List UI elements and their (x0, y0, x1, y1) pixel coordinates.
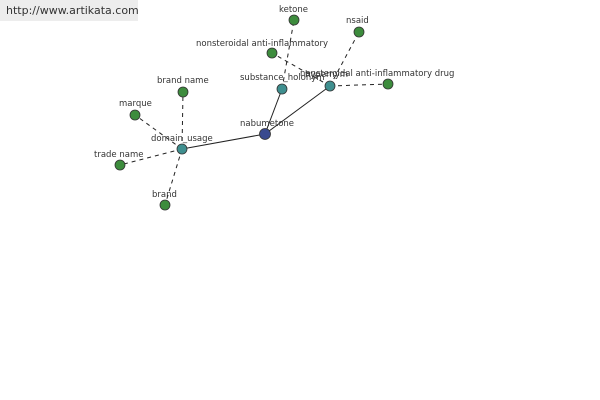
node-label-nonsteroidal-anti-inflammatory-drug[interactable]: nonsteroidal anti-inflammatory drug (300, 69, 454, 79)
node-nsaid[interactable] (353, 26, 365, 38)
node-domain-usage[interactable] (176, 143, 188, 155)
node-label-trade-name[interactable]: trade name (94, 150, 143, 160)
node-ketone[interactable] (288, 14, 300, 26)
node-marque[interactable] (129, 109, 141, 121)
label-layer: nabumetone domain_usage substance_holonymh… (94, 5, 454, 200)
edge-hypernym-to-nonsteroidal-anti-inflammatory (271, 52, 331, 87)
node-label-domain-usage[interactable]: domain_usage (151, 134, 213, 144)
node-hypernym[interactable] (324, 80, 336, 92)
edge-nabumetone-to-domain-usage (181, 133, 266, 150)
node-nabumetone[interactable] (259, 128, 271, 140)
node-label-hypernym[interactable]: hypernym (305, 70, 348, 80)
node-brand-name[interactable] (177, 86, 189, 98)
node-label-nsaid[interactable]: nsaid (346, 16, 369, 26)
site-link[interactable]: http://www.artikata.com (0, 0, 139, 21)
node-trade-name[interactable] (114, 159, 126, 171)
node-nonsteroidal-anti-inflammatory[interactable] (266, 47, 278, 59)
node-label-marque[interactable]: marque (119, 99, 152, 109)
node-label-ketone[interactable]: ketone (279, 5, 308, 15)
edge-nabumetone-to-hypernym (264, 85, 331, 135)
edge-nabumetone-to-substance-holonym (264, 88, 283, 135)
edge-domain-usage-to-brand (164, 148, 183, 206)
node-substance-holonym[interactable] (276, 83, 288, 95)
node-layer (114, 14, 394, 211)
node-label-brand[interactable]: brand (152, 190, 177, 200)
node-brand[interactable] (159, 199, 171, 211)
node-nonsteroidal-anti-inflammatory-drug[interactable] (382, 78, 394, 90)
node-label-substance-holonym[interactable]: substance_holonym (240, 73, 325, 83)
node-label-nabumetone[interactable]: nabumetone (240, 119, 294, 129)
edge-substance-holonym-to-ketone (281, 19, 295, 90)
edge-hypernym-to-nonsteroidal-anti-inflammatory-drug (329, 83, 389, 87)
edge-hypernym-to-nsaid (329, 31, 360, 87)
node-label-brand-name[interactable]: brand name (157, 76, 209, 86)
edge-domain-usage-to-trade-name (119, 148, 183, 166)
edge-domain-usage-to-marque (134, 114, 183, 150)
edge-domain-usage-to-brand-name (181, 91, 184, 150)
node-label-nonsteroidal-anti-inflammatory[interactable]: nonsteroidal anti-inflammatory (196, 39, 328, 49)
edge-layer (119, 19, 389, 206)
